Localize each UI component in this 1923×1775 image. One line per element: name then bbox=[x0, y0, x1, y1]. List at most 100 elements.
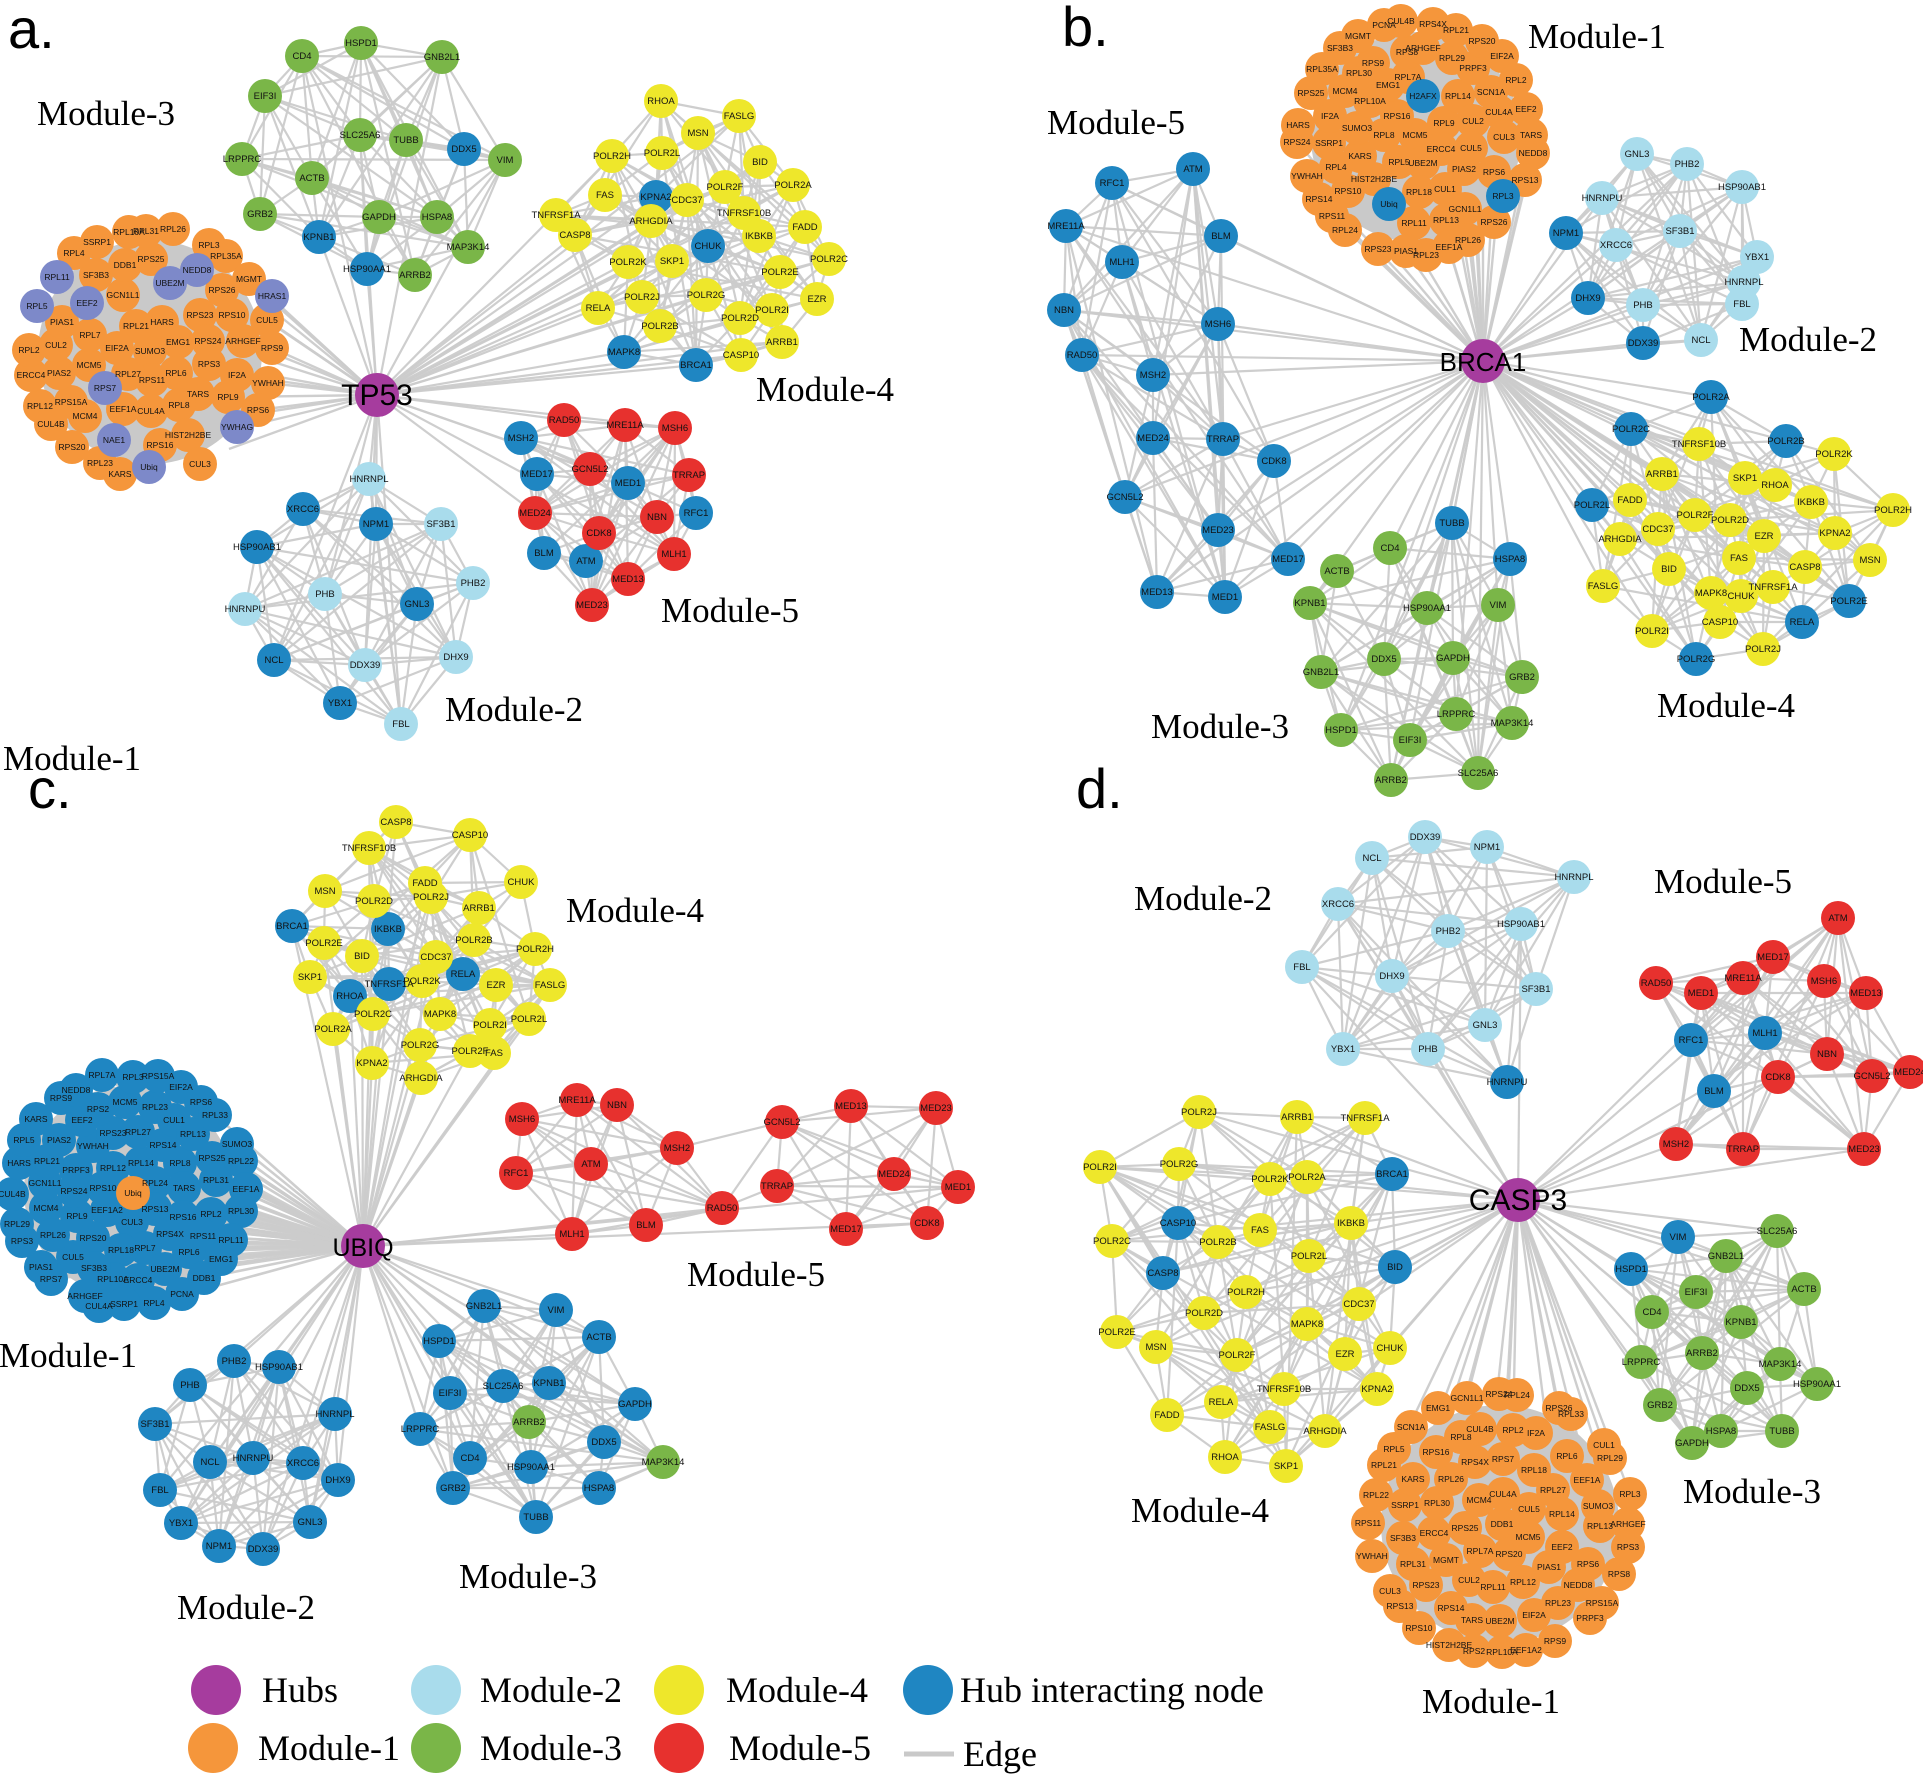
svg-text:CUL1: CUL1 bbox=[1434, 184, 1456, 194]
svg-text:POLR2B: POLR2B bbox=[1199, 1237, 1237, 1248]
svg-text:RPL33: RPL33 bbox=[1558, 1409, 1584, 1419]
svg-text:NCL: NCL bbox=[200, 1457, 219, 1468]
svg-text:KPNB1: KPNB1 bbox=[533, 1378, 564, 1389]
svg-text:MSN: MSN bbox=[687, 128, 708, 139]
svg-text:PHB2: PHB2 bbox=[461, 578, 486, 589]
svg-text:RPL23: RPL23 bbox=[87, 458, 113, 468]
svg-text:HSP90AA1: HSP90AA1 bbox=[1793, 1379, 1841, 1390]
svg-text:RPS8: RPS8 bbox=[1396, 47, 1418, 57]
svg-text:IKBKB: IKBKB bbox=[1337, 1218, 1365, 1229]
svg-text:CASP10: CASP10 bbox=[1160, 1218, 1196, 1229]
svg-text:NPM1: NPM1 bbox=[363, 519, 389, 530]
svg-text:BID: BID bbox=[1661, 564, 1677, 575]
svg-text:RPL21: RPL21 bbox=[1371, 1460, 1397, 1470]
svg-text:HSPA8: HSPA8 bbox=[1706, 1426, 1736, 1437]
svg-text:CASP10: CASP10 bbox=[1702, 617, 1738, 628]
svg-text:POLR2J: POLR2J bbox=[1181, 1107, 1217, 1118]
svg-text:RPS14: RPS14 bbox=[1438, 1603, 1465, 1613]
svg-text:RAD50: RAD50 bbox=[549, 415, 580, 426]
svg-text:POLR2H: POLR2H bbox=[1227, 1287, 1265, 1298]
svg-text:POLR2H: POLR2H bbox=[516, 944, 554, 955]
svg-text:HIST2H2BE: HIST2H2BE bbox=[1426, 1640, 1473, 1650]
svg-text:GNL3: GNL3 bbox=[1473, 1020, 1498, 1031]
svg-text:RPL22: RPL22 bbox=[1363, 1490, 1389, 1500]
svg-text:RPL8: RPL8 bbox=[1450, 1432, 1472, 1442]
svg-text:CUL3: CUL3 bbox=[1379, 1586, 1401, 1596]
svg-text:RPL35A: RPL35A bbox=[1306, 64, 1338, 74]
svg-text:BLM: BLM bbox=[1704, 1086, 1724, 1097]
svg-text:PHB: PHB bbox=[1418, 1044, 1438, 1055]
svg-text:DHX9: DHX9 bbox=[1379, 971, 1404, 982]
svg-text:EMG1: EMG1 bbox=[166, 337, 190, 347]
svg-text:RELA: RELA bbox=[1790, 617, 1815, 628]
svg-text:PIAS2: PIAS2 bbox=[47, 1135, 71, 1145]
svg-text:Module-3: Module-3 bbox=[459, 1557, 597, 1596]
svg-text:CHUK: CHUK bbox=[508, 877, 536, 888]
svg-text:HSPD1: HSPD1 bbox=[423, 1336, 455, 1347]
svg-text:RELA: RELA bbox=[1209, 1397, 1234, 1408]
svg-text:RPL4: RPL4 bbox=[143, 1298, 165, 1308]
svg-text:RPL8: RPL8 bbox=[168, 400, 190, 410]
svg-text:IKBKB: IKBKB bbox=[374, 924, 402, 935]
svg-text:FADD: FADD bbox=[412, 878, 437, 889]
svg-text:SF3B1: SF3B1 bbox=[140, 1419, 169, 1430]
svg-text:MLH1: MLH1 bbox=[559, 1229, 584, 1240]
svg-text:POLR2L: POLR2L bbox=[1574, 500, 1610, 511]
svg-text:SLC25A6: SLC25A6 bbox=[1757, 1226, 1798, 1237]
svg-text:RAD50: RAD50 bbox=[707, 1203, 738, 1214]
svg-text:EMG1: EMG1 bbox=[209, 1254, 233, 1264]
svg-text:ACTB: ACTB bbox=[586, 1332, 611, 1343]
svg-text:MGMT: MGMT bbox=[236, 274, 262, 284]
svg-text:MED1: MED1 bbox=[1212, 592, 1238, 603]
svg-text:POLR2F: POLR2F bbox=[452, 1046, 489, 1057]
svg-text:YWHAH: YWHAH bbox=[252, 378, 284, 388]
svg-text:GRB2: GRB2 bbox=[440, 1483, 466, 1494]
svg-text:MED24: MED24 bbox=[878, 1169, 910, 1180]
svg-text:HARS: HARS bbox=[150, 317, 174, 327]
svg-text:CUL5: CUL5 bbox=[1518, 1504, 1540, 1514]
svg-text:GCN1L1: GCN1L1 bbox=[106, 290, 139, 300]
svg-text:POLR2J: POLR2J bbox=[624, 292, 660, 303]
svg-text:KARS: KARS bbox=[1348, 151, 1371, 161]
svg-text:KPNB1: KPNB1 bbox=[1725, 1317, 1756, 1328]
svg-text:RPL9: RPL9 bbox=[1433, 118, 1455, 128]
svg-text:RPS4X: RPS4X bbox=[1419, 19, 1447, 29]
svg-text:RPL3: RPL3 bbox=[198, 240, 220, 250]
svg-text:MED23: MED23 bbox=[920, 1103, 952, 1114]
svg-text:RPL13: RPL13 bbox=[180, 1129, 206, 1139]
svg-text:RPL18: RPL18 bbox=[1406, 187, 1432, 197]
svg-text:RPL11: RPL11 bbox=[1401, 218, 1427, 228]
svg-text:RHOA: RHOA bbox=[1761, 480, 1789, 491]
svg-text:CASP8: CASP8 bbox=[1789, 562, 1820, 573]
svg-text:d.: d. bbox=[1076, 757, 1123, 820]
svg-text:MAPK8: MAPK8 bbox=[608, 347, 640, 358]
svg-text:RPS11: RPS11 bbox=[139, 375, 166, 385]
svg-text:RPS15A: RPS15A bbox=[1586, 1598, 1619, 1608]
svg-text:GCN1L1: GCN1L1 bbox=[28, 1178, 61, 1188]
svg-text:CASP10: CASP10 bbox=[452, 830, 488, 841]
svg-text:POLR2A: POLR2A bbox=[1692, 392, 1730, 403]
svg-text:CHUK: CHUK bbox=[1728, 591, 1756, 602]
svg-text:POLR2A: POLR2A bbox=[774, 180, 812, 191]
svg-text:MED13: MED13 bbox=[835, 1101, 867, 1112]
svg-text:HNRNPL: HNRNPL bbox=[1554, 872, 1593, 883]
svg-text:NBN: NBN bbox=[1817, 1049, 1837, 1060]
svg-text:RPL26: RPL26 bbox=[40, 1230, 66, 1240]
svg-text:PRPF3: PRPF3 bbox=[62, 1165, 90, 1175]
svg-text:RPL35A: RPL35A bbox=[210, 251, 242, 261]
svg-text:MCM5: MCM5 bbox=[76, 360, 101, 370]
svg-text:FADD: FADD bbox=[1617, 495, 1642, 506]
svg-text:RPS26: RPS26 bbox=[1481, 217, 1508, 227]
svg-text:RPL31: RPL31 bbox=[1400, 1559, 1426, 1569]
svg-text:YBX1: YBX1 bbox=[328, 698, 352, 709]
svg-text:BID: BID bbox=[1387, 1262, 1403, 1273]
svg-text:RPL14: RPL14 bbox=[128, 1158, 154, 1168]
svg-text:RPL10A: RPL10A bbox=[113, 227, 145, 237]
svg-text:POLR2I: POLR2I bbox=[1083, 1162, 1117, 1173]
svg-text:MSN: MSN bbox=[1859, 555, 1880, 566]
svg-text:YBX1: YBX1 bbox=[1331, 1044, 1355, 1055]
svg-text:DDX5: DDX5 bbox=[1371, 654, 1396, 665]
svg-text:EEF2: EEF2 bbox=[1515, 104, 1537, 114]
svg-text:HRAS1: HRAS1 bbox=[258, 291, 287, 301]
svg-text:ARHGEF: ARHGEF bbox=[225, 336, 260, 346]
